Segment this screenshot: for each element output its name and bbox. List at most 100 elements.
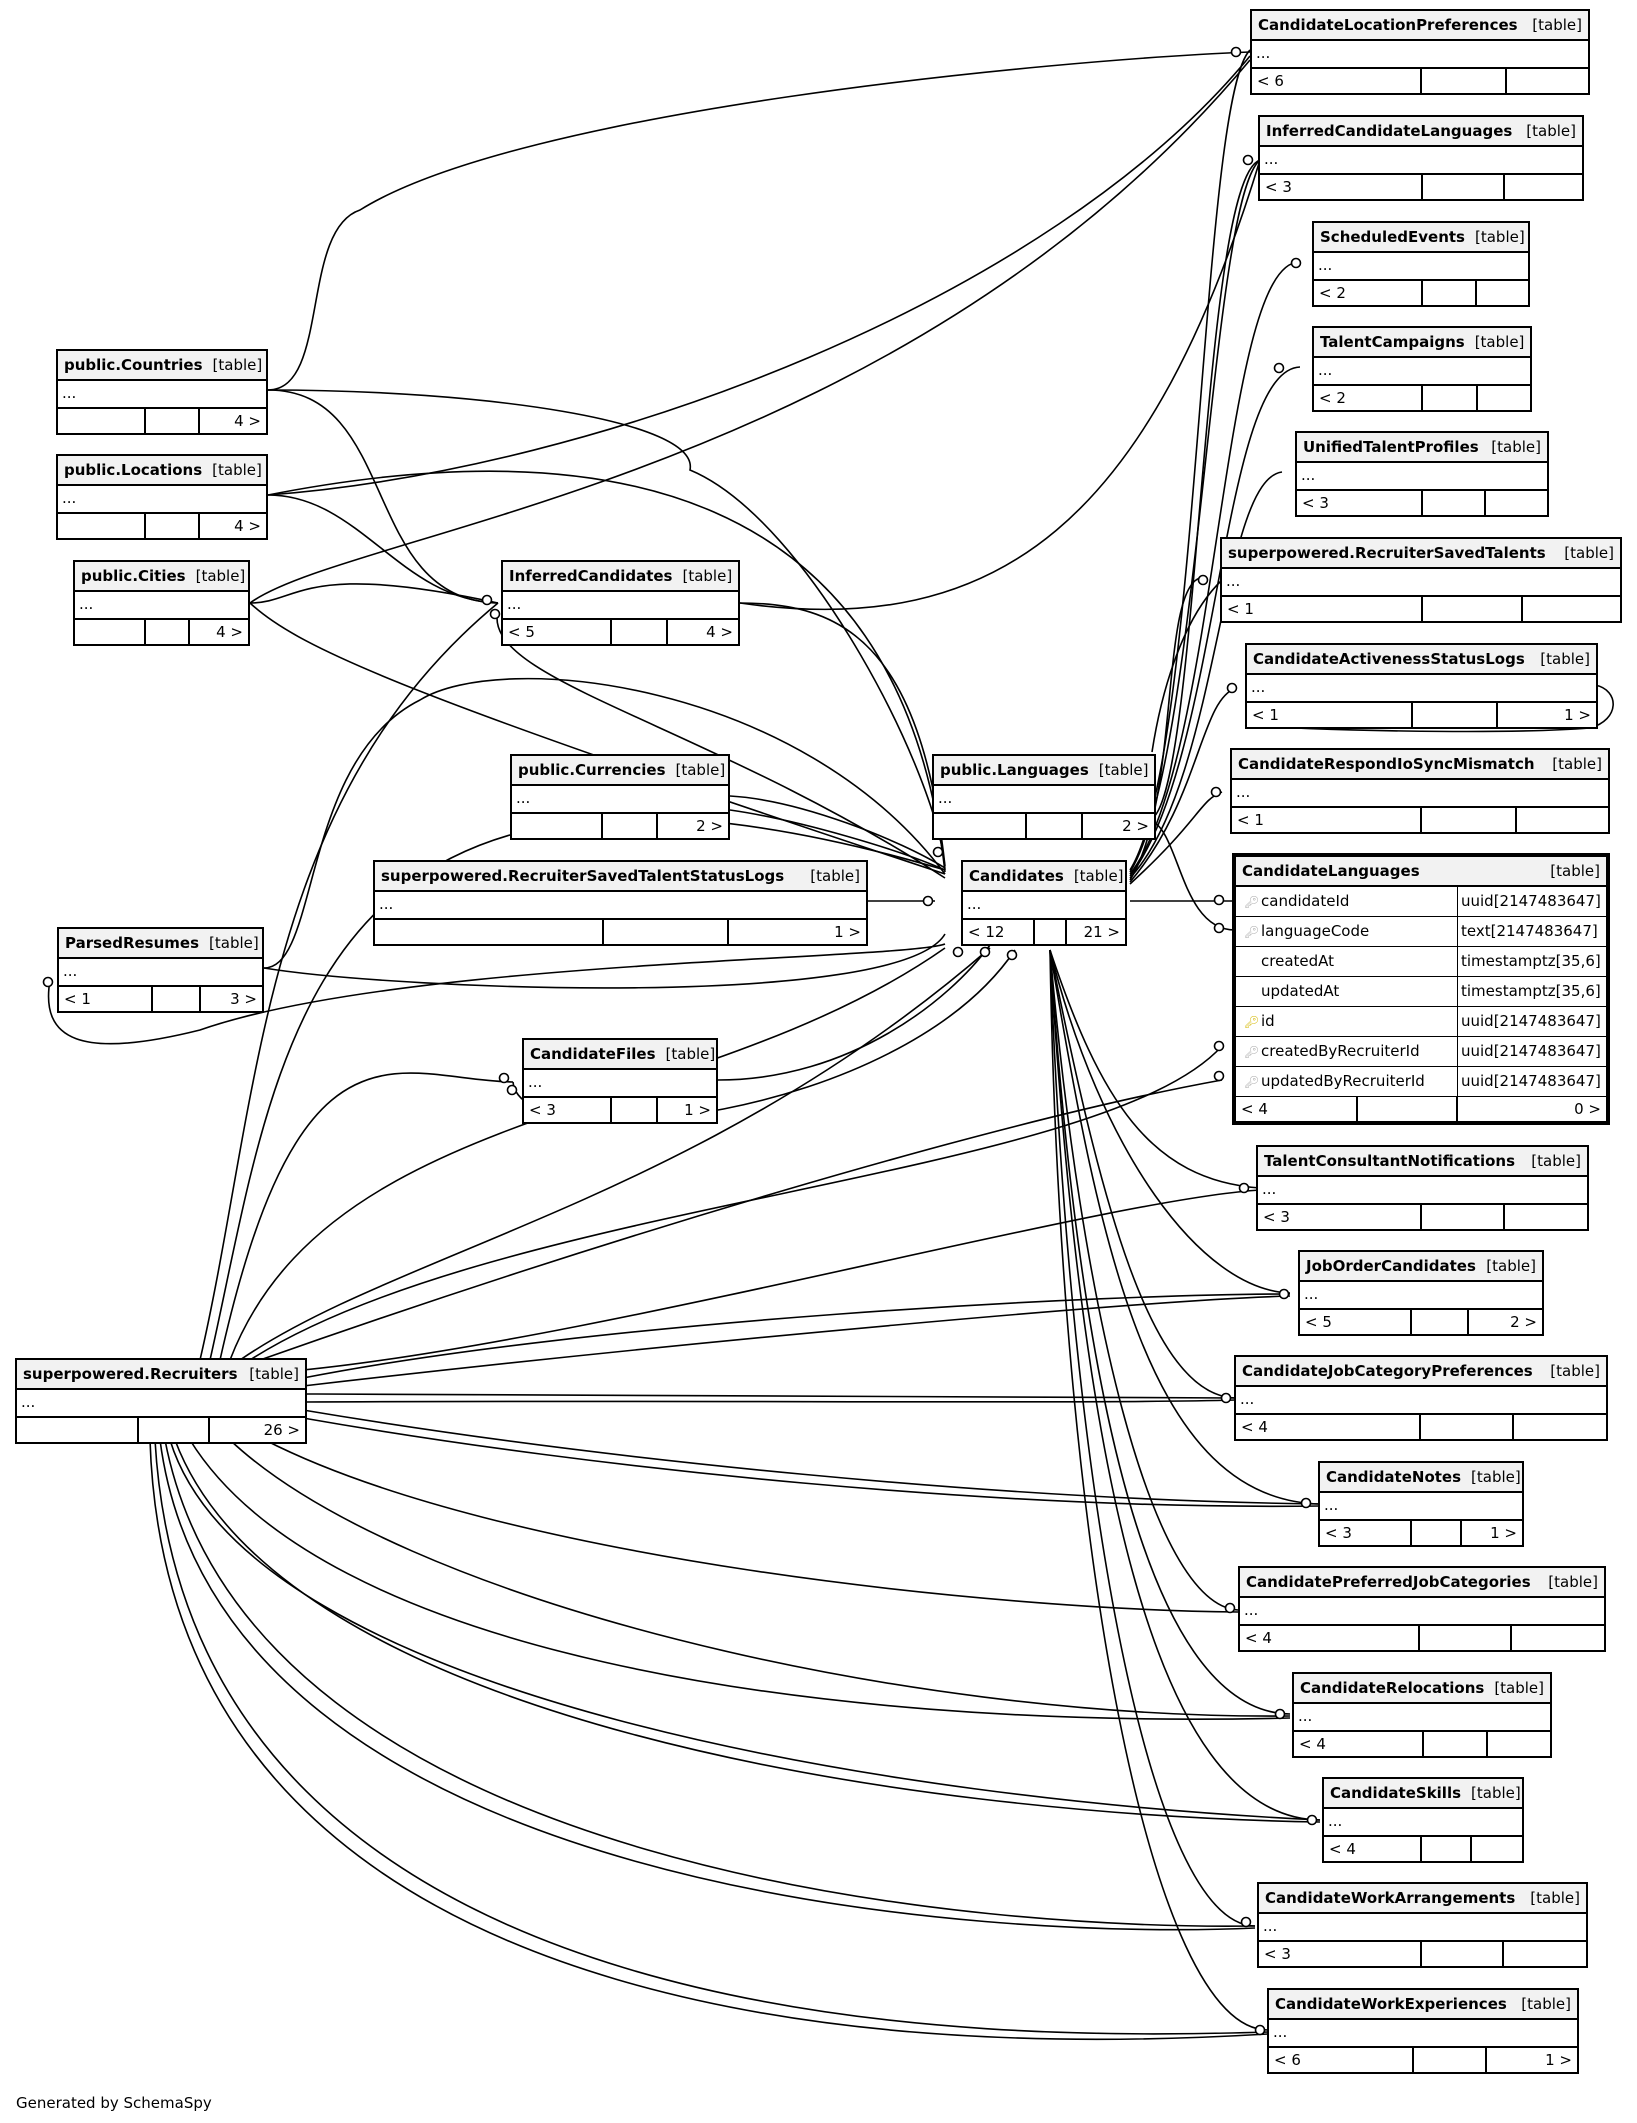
table-name: CandidateJobCategoryPreferences <box>1242 1362 1533 1380</box>
table-candidate-preferred-job-categories[interactable]: CandidatePreferredJobCategories[table] .… <box>1238 1566 1606 1652</box>
foot-parents: < 4 <box>1240 1626 1420 1650</box>
generated-by-label: Generated by SchemaSpy <box>16 2094 212 2112</box>
foot-children <box>1488 1732 1550 1756</box>
columns-ellipsis: ... <box>375 892 866 920</box>
table-public-locations[interactable]: public.Locations[table] ... 4 > <box>56 454 268 540</box>
foot-rows <box>153 987 201 1011</box>
table-talent-consultant-notifications[interactable]: TalentConsultantNotifications[table] ...… <box>1256 1145 1589 1231</box>
table-name: Candidates <box>969 867 1064 885</box>
foot-children <box>1523 597 1620 621</box>
foot-children <box>1504 1942 1586 1966</box>
foot-rows <box>1423 491 1486 515</box>
column-type: uuid[2147483647] <box>1461 1042 1601 1060</box>
table-recruiters[interactable]: superpowered.Recruiters[table] ... 26 > <box>15 1358 307 1444</box>
table-scheduled-events[interactable]: ScheduledEvents[table] ... < 2 <box>1312 221 1530 307</box>
foot-parents: < 3 <box>1259 1942 1422 1966</box>
table-name: CandidateRespondIoSyncMismatch <box>1238 755 1535 773</box>
column-name: languageCode <box>1261 922 1370 940</box>
foot-rows <box>1422 1837 1472 1861</box>
foot-children <box>1486 491 1547 515</box>
table-public-countries[interactable]: public.Countries[table] ... 4 > <box>56 349 268 435</box>
column-row[interactable]: createdAt timestamptz[35,6] <box>1236 947 1606 977</box>
foot-rows <box>1422 69 1507 93</box>
table-candidate-relocations[interactable]: CandidateRelocations[table] ... < 4 <box>1292 1672 1552 1758</box>
table-kind: [table] <box>682 567 733 585</box>
table-name: CandidateLocationPreferences <box>1258 16 1518 34</box>
columns-ellipsis: ... <box>963 892 1125 920</box>
table-kind: [table] <box>1550 862 1600 880</box>
foot-children <box>1512 1626 1604 1650</box>
columns-ellipsis: ... <box>1240 1598 1604 1626</box>
table-kind: [table] <box>212 461 262 479</box>
foot-rows <box>1424 1732 1488 1756</box>
foot-parents: < 2 <box>1314 281 1423 305</box>
columns-ellipsis: ... <box>934 786 1154 814</box>
table-public-currencies[interactable]: public.Currencies[table] ... 2 > <box>510 754 730 840</box>
foot-children: 1 > <box>834 923 861 941</box>
table-candidate-job-category-preferences[interactable]: CandidateJobCategoryPreferences[table] .… <box>1234 1355 1608 1441</box>
table-name: ScheduledEvents <box>1320 228 1465 246</box>
table-kind: [table] <box>1073 867 1124 885</box>
foot-parents <box>75 620 146 644</box>
foot-parents <box>934 814 1027 838</box>
table-candidate-skills[interactable]: CandidateSkills[table] ... < 4 <box>1322 1777 1524 1863</box>
table-kind: [table] <box>1494 1679 1545 1697</box>
table-name: CandidateActivenessStatusLogs <box>1253 650 1525 668</box>
table-candidate-location-preferences[interactable]: CandidateLocationPreferences[table] ... … <box>1250 9 1590 95</box>
table-candidate-work-arrangements[interactable]: CandidateWorkArrangements[table] ... < 3 <box>1257 1882 1588 1968</box>
foot-children: 2 > <box>1122 817 1149 835</box>
table-recruiter-saved-talents[interactable]: superpowered.RecruiterSavedTalents[table… <box>1220 537 1622 623</box>
table-recruiter-saved-talent-status-logs[interactable]: superpowered.RecruiterSavedTalentStatusL… <box>373 860 868 946</box>
foot-parents: < 6 <box>1269 2048 1414 2072</box>
table-kind: [table] <box>1526 122 1576 140</box>
foot-parents: < 4 <box>1294 1732 1424 1756</box>
foreign-key-icon: 🔑︎ <box>1244 925 1260 939</box>
table-kind: [table] <box>1532 16 1582 34</box>
table-kind: [table] <box>195 567 246 585</box>
column-name: createdAt <box>1261 952 1335 970</box>
foot-children <box>1505 1205 1587 1229</box>
column-type: uuid[2147483647] <box>1461 1072 1601 1090</box>
table-kind: [table] <box>1474 333 1525 351</box>
table-name: CandidateWorkExperiences <box>1275 1995 1507 2013</box>
table-name: CandidateSkills <box>1330 1784 1462 1802</box>
foot-rows <box>146 514 200 538</box>
table-kind: [table] <box>1486 1257 1536 1275</box>
table-name: superpowered.Recruiters <box>23 1365 238 1383</box>
table-public-cities[interactable]: public.Cities[table] ... 4 > <box>73 560 250 646</box>
columns-ellipsis: ... <box>1294 1704 1550 1732</box>
column-type: timestamptz[35,6] <box>1461 952 1601 970</box>
foot-children: 2 > <box>696 817 723 835</box>
table-name: InferredCandidateLanguages <box>1266 122 1513 140</box>
table-inferred-candidate-languages[interactable]: InferredCandidateLanguages[table] ... < … <box>1258 115 1584 201</box>
foot-rows <box>146 409 200 433</box>
table-candidate-respondio-sync-mismatch[interactable]: CandidateRespondIoSyncMismatch[table] ..… <box>1230 748 1610 834</box>
foot-rows <box>1422 1942 1504 1966</box>
table-name: public.Locations <box>64 461 203 479</box>
table-kind: [table] <box>1552 755 1602 773</box>
table-candidate-activeness-status-logs[interactable]: CandidateActivenessStatusLogs[table] ...… <box>1245 643 1598 729</box>
table-talent-campaigns[interactable]: TalentCampaigns[table] ... < 2 <box>1312 326 1532 412</box>
table-public-languages[interactable]: public.Languages[table] ... 2 > <box>932 754 1156 840</box>
columns-ellipsis: ... <box>1324 1809 1522 1837</box>
foot-children: 1 > <box>684 1101 711 1119</box>
columns-ellipsis: ... <box>58 381 266 409</box>
table-unified-talent-profiles[interactable]: UnifiedTalentProfiles[table] ... < 3 <box>1295 431 1549 517</box>
foot-parents: < 6 <box>1252 69 1422 93</box>
foreign-key-icon: 🔑︎ <box>1244 895 1260 909</box>
table-name: CandidatePreferredJobCategories <box>1246 1573 1531 1591</box>
